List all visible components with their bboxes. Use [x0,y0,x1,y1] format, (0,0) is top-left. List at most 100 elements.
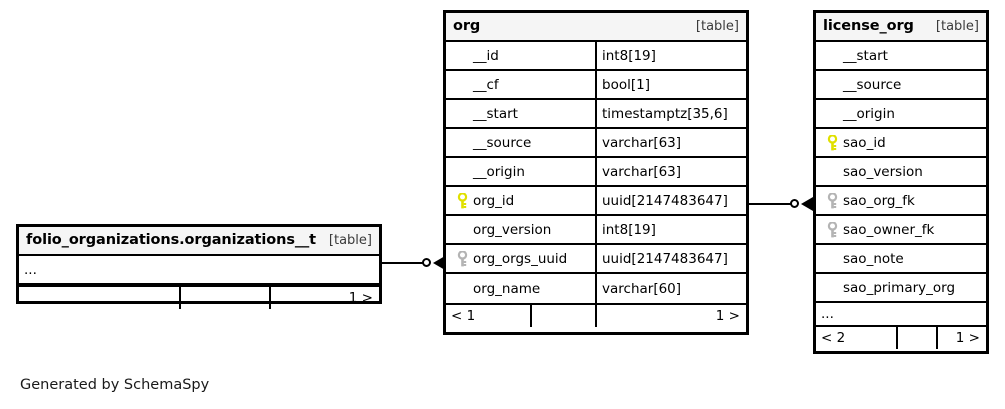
relationship-license-org-to-org [749,193,815,215]
table-row-primary-key[interactable]: org_id uuid[2147483647] [446,187,746,216]
column-name-cell: sao_note [816,245,986,272]
table-row[interactable]: __start [816,42,986,71]
footer-parent-count-org: < 1 [451,308,476,324]
column-name-cell: sao_owner_fk [816,216,986,243]
column-name-label: org_name [473,280,541,297]
column-name-cell: __source [446,129,595,156]
table-row[interactable]: sao_primary_org [816,274,986,303]
foreign-key-icon [453,250,471,267]
column-name-label: org_version [473,221,552,238]
table-tag-folio: [table] [328,232,372,248]
primary-key-icon [453,192,471,209]
footer-middle-org [530,305,595,327]
table-tag-license-org: [table] [935,18,979,34]
table-org[interactable]: org [table] __id int8[19] __cf bool[1] _… [443,10,749,335]
column-name-cell: org_name [446,274,595,303]
column-name-label: sao_version [843,163,923,180]
column-name-label: __start [843,47,888,64]
column-name-cell: org_version [446,216,595,243]
column-name-label: __source [843,76,902,93]
column-name-cell: __source [816,71,986,98]
column-name-label: sao_id [843,134,886,151]
table-footer-license-org: < 2 1 > [816,325,986,349]
table-header-org: org [table] [446,13,746,42]
table-footer-folio: 1 > [19,285,379,309]
column-name-label: __origin [843,105,895,122]
column-name-cell: __id [446,42,595,69]
footer-child-count-folio: 1 > [269,287,379,309]
table-row[interactable]: __source varchar[63] [446,129,746,158]
column-type-label: int8[19] [595,216,746,243]
table-footer-org: < 1 1 > [446,303,746,327]
column-type-label: varchar[60] [595,274,746,303]
column-name-label: org_orgs_uuid [473,250,568,267]
footer-child-count-org: 1 > [595,305,746,327]
foreign-key-icon [823,192,841,209]
table-tag-org: [table] [695,18,739,34]
table-row-foreign-key[interactable]: sao_owner_fk [816,216,986,245]
cardinality-zero-circle-icon [422,258,431,267]
table-rows-folio: ... [19,256,379,285]
column-name-label: org_id [473,192,515,209]
column-name-cell: sao_org_fk [816,187,986,214]
column-name-label: __id [473,47,499,64]
footer-parent-count-folio [19,287,179,309]
footer-parent-count-license-org: < 2 [821,330,846,346]
column-name-cell: __start [816,42,986,69]
table-row[interactable]: sao_version [816,158,986,187]
table-row[interactable]: org_name varchar[60] [446,274,746,303]
column-type-label: int8[19] [595,42,746,69]
column-name-cell: __cf [446,71,595,98]
column-type-label: uuid[2147483647] [595,187,746,214]
column-name-cell: org_id [446,187,595,214]
primary-key-icon [823,134,841,151]
table-row[interactable]: __start timestamptz[35,6] [446,100,746,129]
table-license-org[interactable]: license_org [table] __start __source __o… [813,10,989,354]
column-name-cell: sao_id [816,129,986,156]
column-name-label: sao_primary_org [843,279,956,296]
table-title-org: org [453,18,481,34]
column-name-cell: sao_version [816,158,986,185]
column-name-label: sao_org_fk [843,192,915,209]
ellipsis-label: ... [821,306,834,322]
table-row[interactable]: __id int8[19] [446,42,746,71]
table-row[interactable]: __origin varchar[63] [446,158,746,187]
footer-middle-license-org [896,327,936,349]
generated-by-caption: Generated by SchemaSpy [20,377,210,393]
table-row-primary-key[interactable]: sao_id [816,129,986,158]
column-name-cell: __origin [816,100,986,127]
table-row-foreign-key[interactable]: sao_org_fk [816,187,986,216]
table-row-foreign-key[interactable]: org_orgs_uuid uuid[2147483647] [446,245,746,274]
table-row[interactable]: sao_note [816,245,986,274]
crows-foot-icon [432,255,446,275]
column-type-label: bool[1] [595,71,746,98]
relationship-line [382,262,424,264]
cardinality-zero-circle-icon [790,199,799,208]
column-name-label: sao_note [843,250,904,267]
column-name-label: __cf [473,76,499,93]
table-row[interactable]: org_version int8[19] [446,216,746,245]
table-row[interactable]: __cf bool[1] [446,71,746,100]
table-row[interactable]: __origin [816,100,986,129]
table-row-ellipsis: ... [19,256,379,285]
table-rows-license-org: __start __source __origin [816,42,986,325]
table-row[interactable]: __source [816,71,986,100]
table-title-folio: folio_organizations.organizations__t [26,232,316,248]
ellipsis-label: ... [24,261,37,278]
relationship-org-to-folio-organizations [382,252,446,274]
column-name-label: sao_owner_fk [843,221,935,238]
column-type-label: uuid[2147483647] [595,245,746,272]
column-type-label: varchar[63] [595,129,746,156]
foreign-key-icon [823,221,841,238]
footer-middle-folio [179,287,269,309]
column-name-label: __origin [473,163,525,180]
column-type-label: timestamptz[35,6] [595,100,746,127]
table-header-license-org: license_org [table] [816,13,986,42]
column-name-label: __start [473,105,518,122]
column-name-cell: sao_primary_org [816,274,986,301]
table-folio-organizations[interactable]: folio_organizations.organizations__t [ta… [16,224,382,309]
column-name-label: __source [473,134,532,151]
relationship-line [749,203,793,205]
column-name-cell: org_orgs_uuid [446,245,595,272]
crows-foot-icon [800,196,814,216]
